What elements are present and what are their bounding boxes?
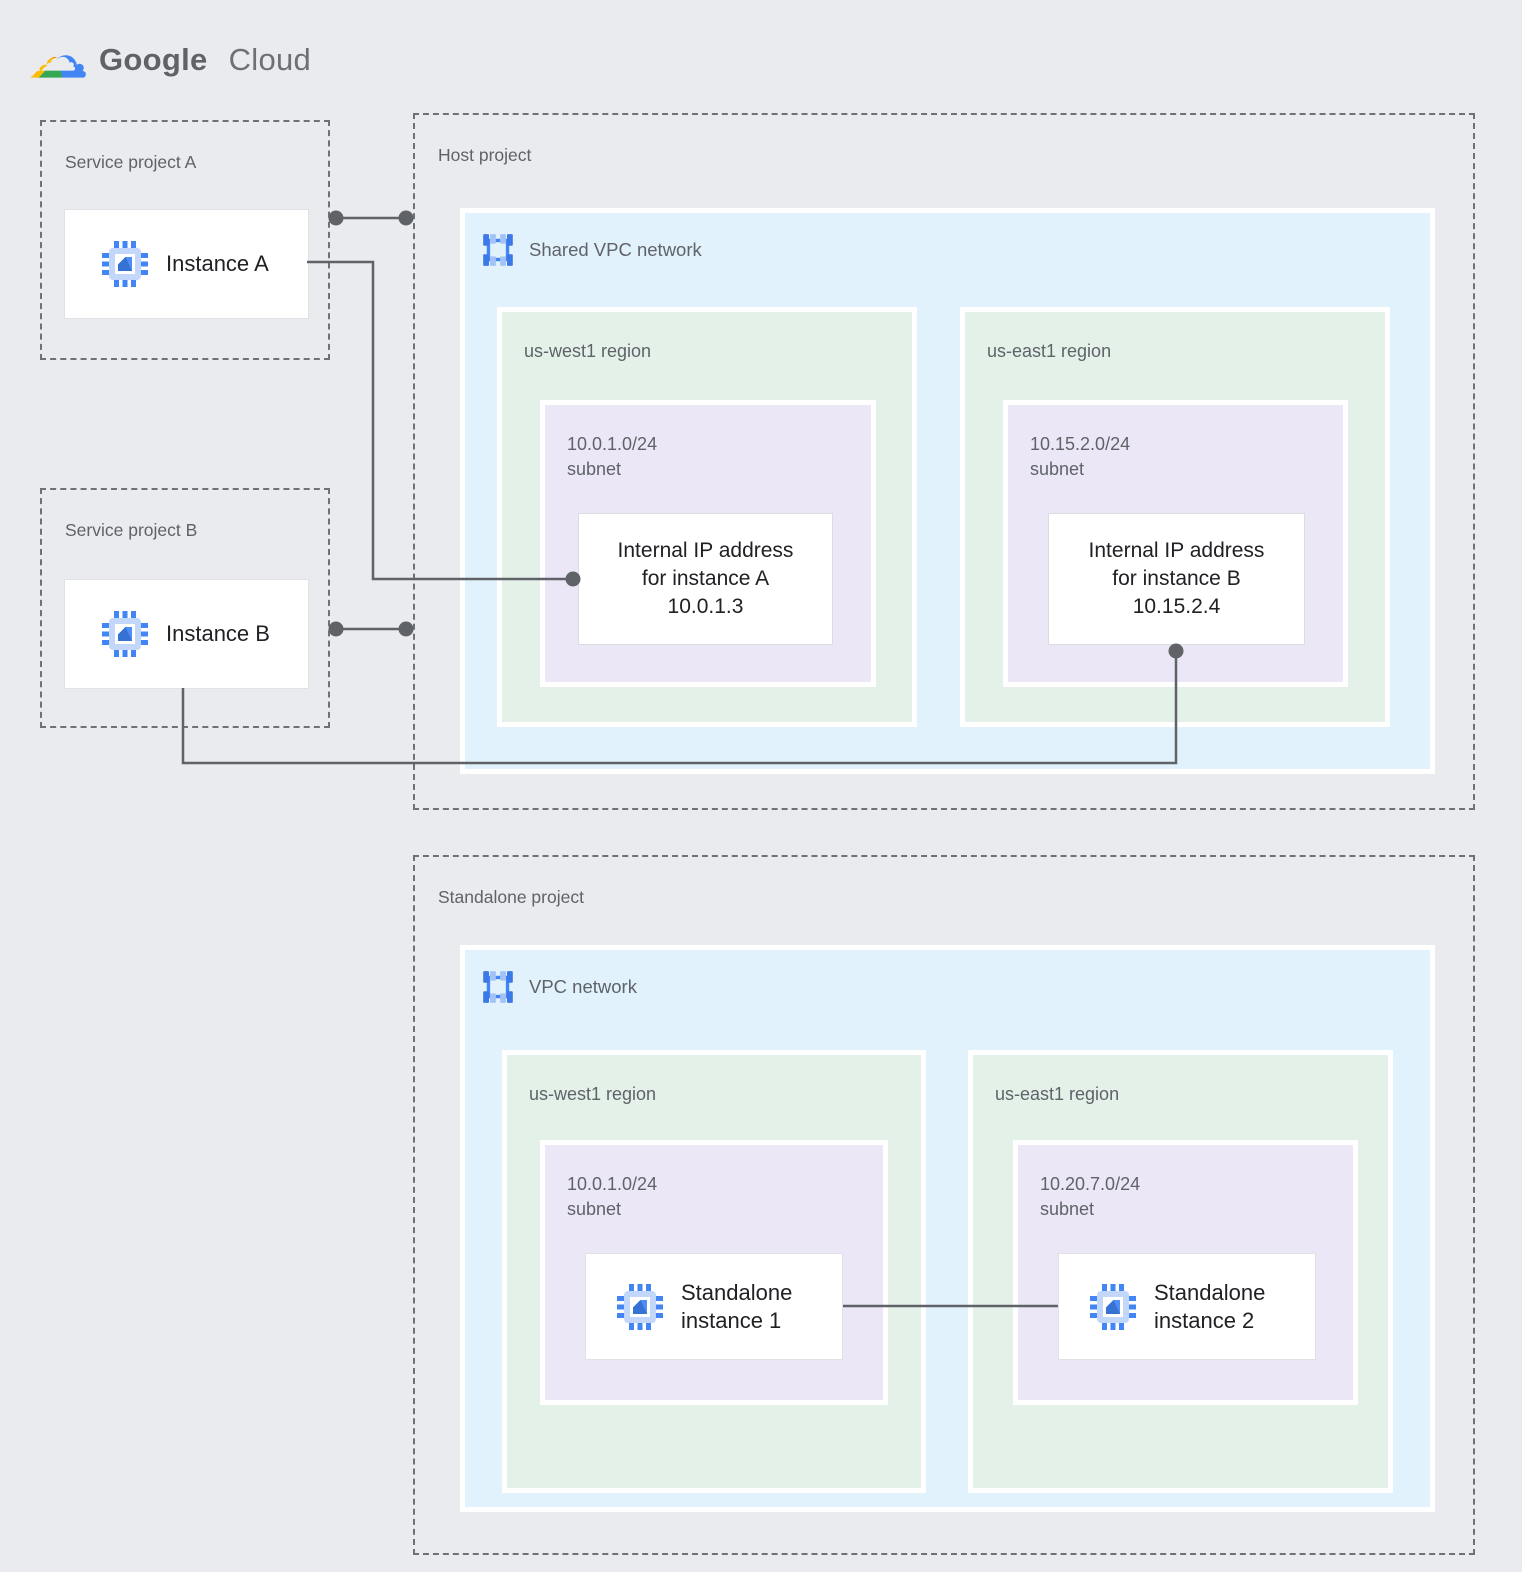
standalone-instance-1-label: Standalone instance 1 [681, 1279, 793, 1333]
service-project-a-title: Service project A [65, 152, 197, 172]
host-region-us-east1: us-east1 region 10.15.2.0/24 subnet Inte… [960, 307, 1390, 727]
standalone-subnet-us-west1: 10.0.1.0/24 subnet [540, 1140, 888, 1405]
subnet-word: subnet [567, 459, 622, 479]
compute-engine-icon [101, 610, 149, 658]
standalone-instance-1-card: Standalone instance 1 [585, 1253, 843, 1360]
compute-engine-icon [101, 240, 149, 288]
instance-b-card: Instance B [64, 579, 309, 689]
google-cloud-logo-icon: ☁ ☁ [27, 22, 89, 92]
vpc-network-box: VPC network us-west1 region 10.0.1.0/24 … [460, 945, 1435, 1512]
subnet-cidr: 10.0.1.0/24 [567, 434, 658, 454]
host-region-us-west1: us-west1 region 10.0.1.0/24 subnet Inter… [497, 307, 917, 727]
subnet-word: subnet [1030, 459, 1085, 479]
standalone-region-us-east1: us-east1 region 10.20.7.0/24 subnet [968, 1050, 1393, 1493]
instance-a-label: Instance A [166, 251, 269, 276]
internal-ip-instance-a-box: Internal IP address for instance A 10.0.… [578, 513, 833, 645]
subnet-cidr: 10.15.2.0/24 [1030, 434, 1131, 454]
service-project-b-title: Service project B [65, 520, 198, 540]
compute-engine-icon [1089, 1283, 1137, 1331]
google-cloud-logo: ☁ ☁ Google Cloud [27, 22, 312, 92]
standalone-subnet-us-east1: 10.20.7.0/24 subnet [1013, 1140, 1358, 1405]
connector-dot [398, 210, 414, 226]
shared-vpc-network-box: Shared VPC network us-west1 region 10.0.… [460, 208, 1435, 774]
region-label: us-west1 region [529, 1084, 657, 1104]
shared-vpc-network-label: Shared VPC network [529, 239, 702, 260]
standalone-project-box: Standalone project VPC network us-west1 … [413, 855, 1475, 1555]
subnet-cidr: 10.20.7.0/24 [1040, 1174, 1141, 1194]
service-project-b-box: Service project B Instance B [40, 488, 330, 728]
region-label: us-east1 region [995, 1084, 1120, 1104]
subnet-cidr: 10.0.1.0/24 [567, 1174, 658, 1194]
instance-b-label: Instance B [166, 621, 270, 646]
service-project-a-box: Service project A Instance A [40, 120, 330, 360]
connector-dot [328, 210, 344, 226]
subnet-word: subnet [567, 1199, 622, 1219]
host-subnet-us-west1: 10.0.1.0/24 subnet Internal IP address f… [540, 400, 876, 687]
connector-dot [328, 621, 344, 637]
region-label: us-west1 region [524, 341, 652, 361]
logo-product-text: Cloud [228, 42, 312, 77]
vpc-network-icon [480, 970, 516, 1004]
vpc-network-icon [480, 233, 516, 267]
subnet-word: subnet [1040, 1199, 1095, 1219]
instance-a-card: Instance A [64, 209, 309, 319]
standalone-region-us-west1: us-west1 region 10.0.1.0/24 subnet [502, 1050, 926, 1493]
logo-brand-text: Google [99, 42, 208, 77]
internal-ip-instance-b-box: Internal IP address for instance B 10.15… [1048, 513, 1305, 645]
host-project-box: Host project Shared VPC network us-west1… [413, 113, 1475, 810]
standalone-instance-2-label: Standalone instance 2 [1154, 1279, 1266, 1333]
standalone-instance-2-card: Standalone instance 2 [1058, 1253, 1316, 1360]
host-project-title: Host project [438, 145, 532, 165]
connector-dot [398, 621, 414, 637]
standalone-project-title: Standalone project [438, 887, 584, 907]
vpc-network-label: VPC network [529, 976, 637, 997]
host-subnet-us-east1: 10.15.2.0/24 subnet Internal IP address … [1003, 400, 1348, 687]
compute-engine-icon [616, 1283, 664, 1331]
region-label: us-east1 region [987, 341, 1112, 361]
